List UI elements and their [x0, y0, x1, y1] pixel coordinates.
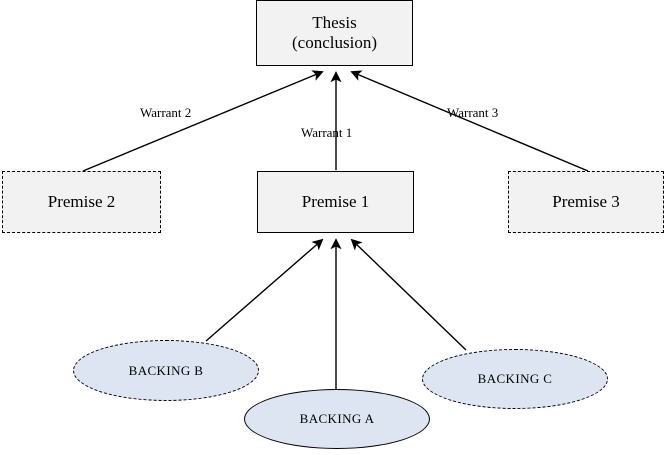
- edge-label-warrant-3: Warrant 3: [447, 105, 499, 120]
- node-backing-c[interactable]: BACKING C: [422, 349, 608, 409]
- node-premise-3[interactable]: Premise 3: [508, 171, 664, 233]
- premise-3-label: Premise 3: [552, 191, 620, 211]
- edge-backingb-to-premise1: [205, 238, 324, 342]
- backing-b-label: BACKING B: [128, 362, 204, 378]
- edge-backingc-to-premise1: [350, 238, 467, 351]
- thesis-label-line2: (conclusion): [292, 33, 377, 52]
- node-premise-2[interactable]: Premise 2: [2, 171, 161, 233]
- thesis-label-line1: Thesis: [312, 12, 357, 32]
- edge-premise2-to-thesis: [82, 70, 324, 172]
- backing-a-label: BACKING A: [299, 411, 375, 426]
- edge-label-warrant-1: Warrant 1: [301, 125, 353, 140]
- edge-premise3-to-thesis: [350, 70, 589, 172]
- edge-label-warrant-2: Warrant 2: [140, 105, 192, 120]
- node-thesis[interactable]: Thesis (conclusion): [256, 0, 413, 66]
- premise-1-label: Premise 1: [301, 191, 370, 211]
- node-backing-b[interactable]: BACKING B: [73, 340, 259, 401]
- node-premise-1[interactable]: Premise 1: [257, 171, 414, 233]
- node-backing-a[interactable]: BACKING A: [244, 389, 430, 449]
- backing-c-label: BACKING C: [477, 371, 553, 386]
- premise-2-label: Premise 2: [47, 191, 116, 211]
